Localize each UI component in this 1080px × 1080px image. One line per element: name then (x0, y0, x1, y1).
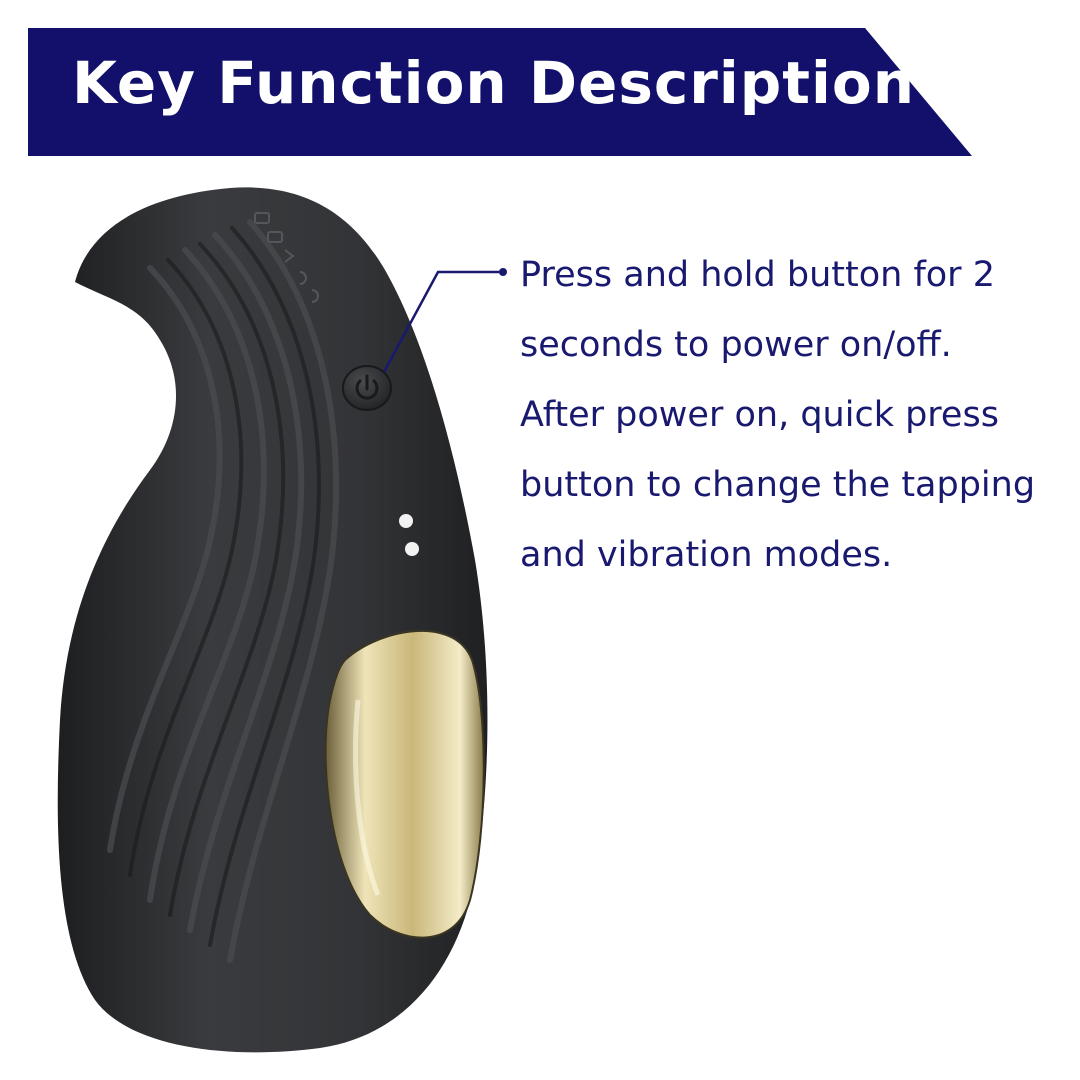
description-line: After power on, quick press (520, 395, 999, 435)
description-line: Press and hold button for 2 (520, 255, 995, 295)
function-description: Press and hold button for 2 seconds to p… (520, 240, 1060, 590)
description-line: button to change the tapping (520, 465, 1036, 505)
charging-contacts-icon (399, 514, 419, 556)
power-icon (355, 374, 379, 400)
printed-symbols (254, 212, 319, 303)
product-image (0, 170, 520, 1070)
header-banner: Key Function Description (0, 0, 1080, 170)
banner-shape (28, 28, 972, 156)
page-title: Key Function Description (72, 49, 916, 117)
description-line: seconds to power on/off. (520, 325, 952, 365)
device-illustration (57, 187, 488, 1053)
device-ridges (107, 219, 340, 963)
power-button[interactable] (342, 365, 392, 411)
description-line: and vibration modes. (520, 535, 893, 575)
